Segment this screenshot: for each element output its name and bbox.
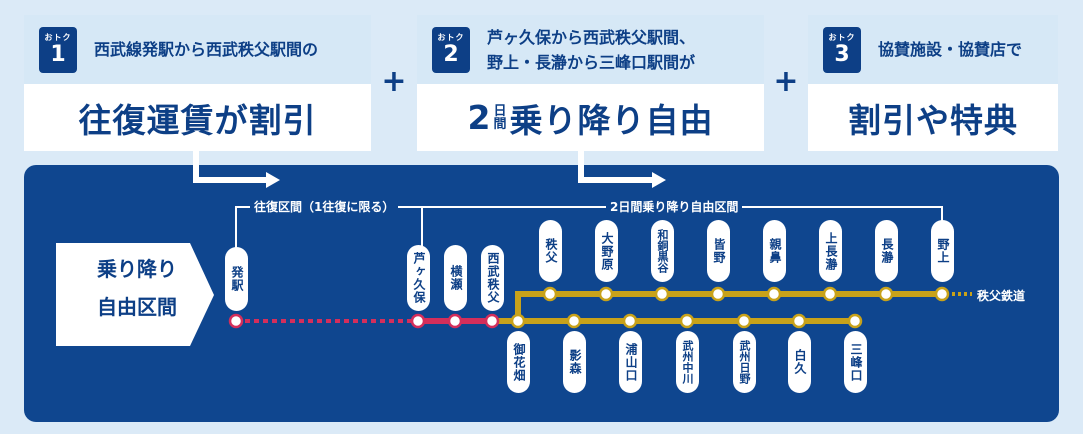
badge-number: 3 (834, 42, 850, 67)
description-line-1: 芦ヶ久保から西武秩父駅間、 (487, 27, 696, 47)
benefit-card-2: おトク 2 芦ヶ久保から西武秩父駅間、 野上・長瀞から三峰口駅間が 2 日間 乗… (417, 15, 764, 151)
station-ohanabatake: 御花畑 (507, 331, 530, 393)
station-ashigakubo: 芦ヶ久保 (407, 245, 430, 311)
seibu-station-dot (484, 313, 500, 329)
station-oyahana: 親鼻 (763, 220, 786, 282)
chichibu-station-dot (510, 313, 526, 329)
connector-arrow-2 (578, 151, 654, 183)
chichibu-station-dot (654, 286, 670, 302)
chichibu-station-dot (934, 286, 950, 302)
chichibu-station-dot (878, 286, 894, 302)
station-onohara: 大野原 (595, 220, 618, 282)
station-kagemori: 影森 (563, 331, 586, 393)
chichibu-station-dot (736, 313, 752, 329)
benefit-card-3: おトク 3 協賛施設・協賛店で 割引や特典 (808, 15, 1058, 151)
flag-line-2: 自由区間 (97, 295, 177, 319)
card-header: おトク 2 芦ヶ久保から西武秩父駅間、 野上・長瀞から三峰口駅間が (417, 15, 764, 84)
round-trip-label: 往復区間（1往復に限る） (250, 199, 399, 215)
chichibu-station-dot (710, 286, 726, 302)
badge-caption: おトク (44, 33, 72, 42)
card-header: おトク 3 協賛施設・協賛店で (808, 15, 1058, 84)
days-number: 2 (467, 98, 492, 137)
benefit-card-1: おトク 1 西武線発駅から西武秩父駅間の 往復運賃が割引 (24, 15, 371, 151)
station-shiroku: 白久 (788, 331, 811, 393)
benefit-title: 往復運賃が割引 (78, 100, 317, 140)
chichibu-station-dot (542, 286, 558, 302)
benefit-title: 割引や特典 (848, 100, 1018, 140)
seibu-station-dot (447, 313, 463, 329)
station-wadokuroya: 和銅黒谷 (651, 220, 674, 282)
station-seibu-chichibu: 西武秩父 (481, 245, 504, 311)
chichibu-station-dot (791, 313, 807, 329)
arrow-head-icon (266, 172, 280, 188)
chichibu-railway-label: 秩父鉄道 (977, 289, 1026, 303)
station-kaminagatoro: 上長瀞 (819, 220, 842, 282)
chichibu-station-dot (598, 286, 614, 302)
card-header: おトク 1 西武線発駅から西武秩父駅間の (24, 15, 371, 84)
benefit-title: 2 日間 乗り降り自由 (417, 84, 764, 151)
arrow-head-icon (652, 172, 666, 188)
chichibu-station-dot (679, 313, 695, 329)
seibu-station-dot (228, 313, 244, 329)
benefit-description: 芦ヶ久保から西武秩父駅間、 野上・長瀞から三峰口駅間が (487, 15, 756, 84)
badge-number: 2 (443, 42, 459, 67)
station-hatsueki: 発駅 (225, 247, 248, 311)
free-section-label: 2日間乗り降り自由区間 (606, 199, 743, 215)
chichibu-station-dot (766, 286, 782, 302)
benefit-badge: おトク 1 (39, 27, 77, 73)
station-yokoze: 横瀬 (444, 245, 467, 311)
station-nogami: 野上 (931, 220, 954, 282)
station-mitsumineguchi: 三峰口 (844, 331, 867, 393)
station-chichibu: 秩父 (539, 220, 562, 282)
benefit-description: 西武線発駅から西武秩父駅間の (94, 40, 319, 59)
station-bushu-nakagawa: 武州中川 (676, 331, 699, 393)
station-bushu-hino: 武州日野 (733, 331, 756, 393)
seibu-station-dot (410, 313, 426, 329)
badge-caption: おトク (828, 33, 856, 42)
station-minano: 皆野 (707, 220, 730, 282)
chichibu-station-dot (847, 313, 863, 329)
flag-line-1: 乗り降り (97, 257, 177, 281)
chichibu-station-dot (622, 313, 638, 329)
flag-shape (56, 243, 214, 346)
plus-sign: + (381, 64, 407, 99)
chichibu-station-dot (822, 286, 838, 302)
connector-arrow-1 (193, 151, 268, 183)
benefit-description: 協賛施設・協賛店で (878, 40, 1023, 59)
days-unit: 日間 (493, 103, 508, 132)
chichibu-station-dot (566, 313, 582, 329)
description-line-2: 野上・長瀞から三峰口駅間が (487, 52, 696, 72)
chichibu-upper-line (515, 291, 942, 321)
station-urayamaguchi: 浦山口 (619, 331, 642, 393)
badge-number: 1 (50, 42, 66, 67)
free-section-flag: 乗り降り 自由区間 (72, 250, 202, 326)
benefit-badge: おトク 3 (823, 27, 861, 73)
benefit-badge: おトク 2 (432, 27, 470, 73)
station-nagatoro: 長瀞 (875, 220, 898, 282)
title-rest: 乗り降り自由 (509, 100, 714, 140)
plus-sign: + (773, 64, 799, 99)
badge-caption: おトク (437, 33, 465, 42)
